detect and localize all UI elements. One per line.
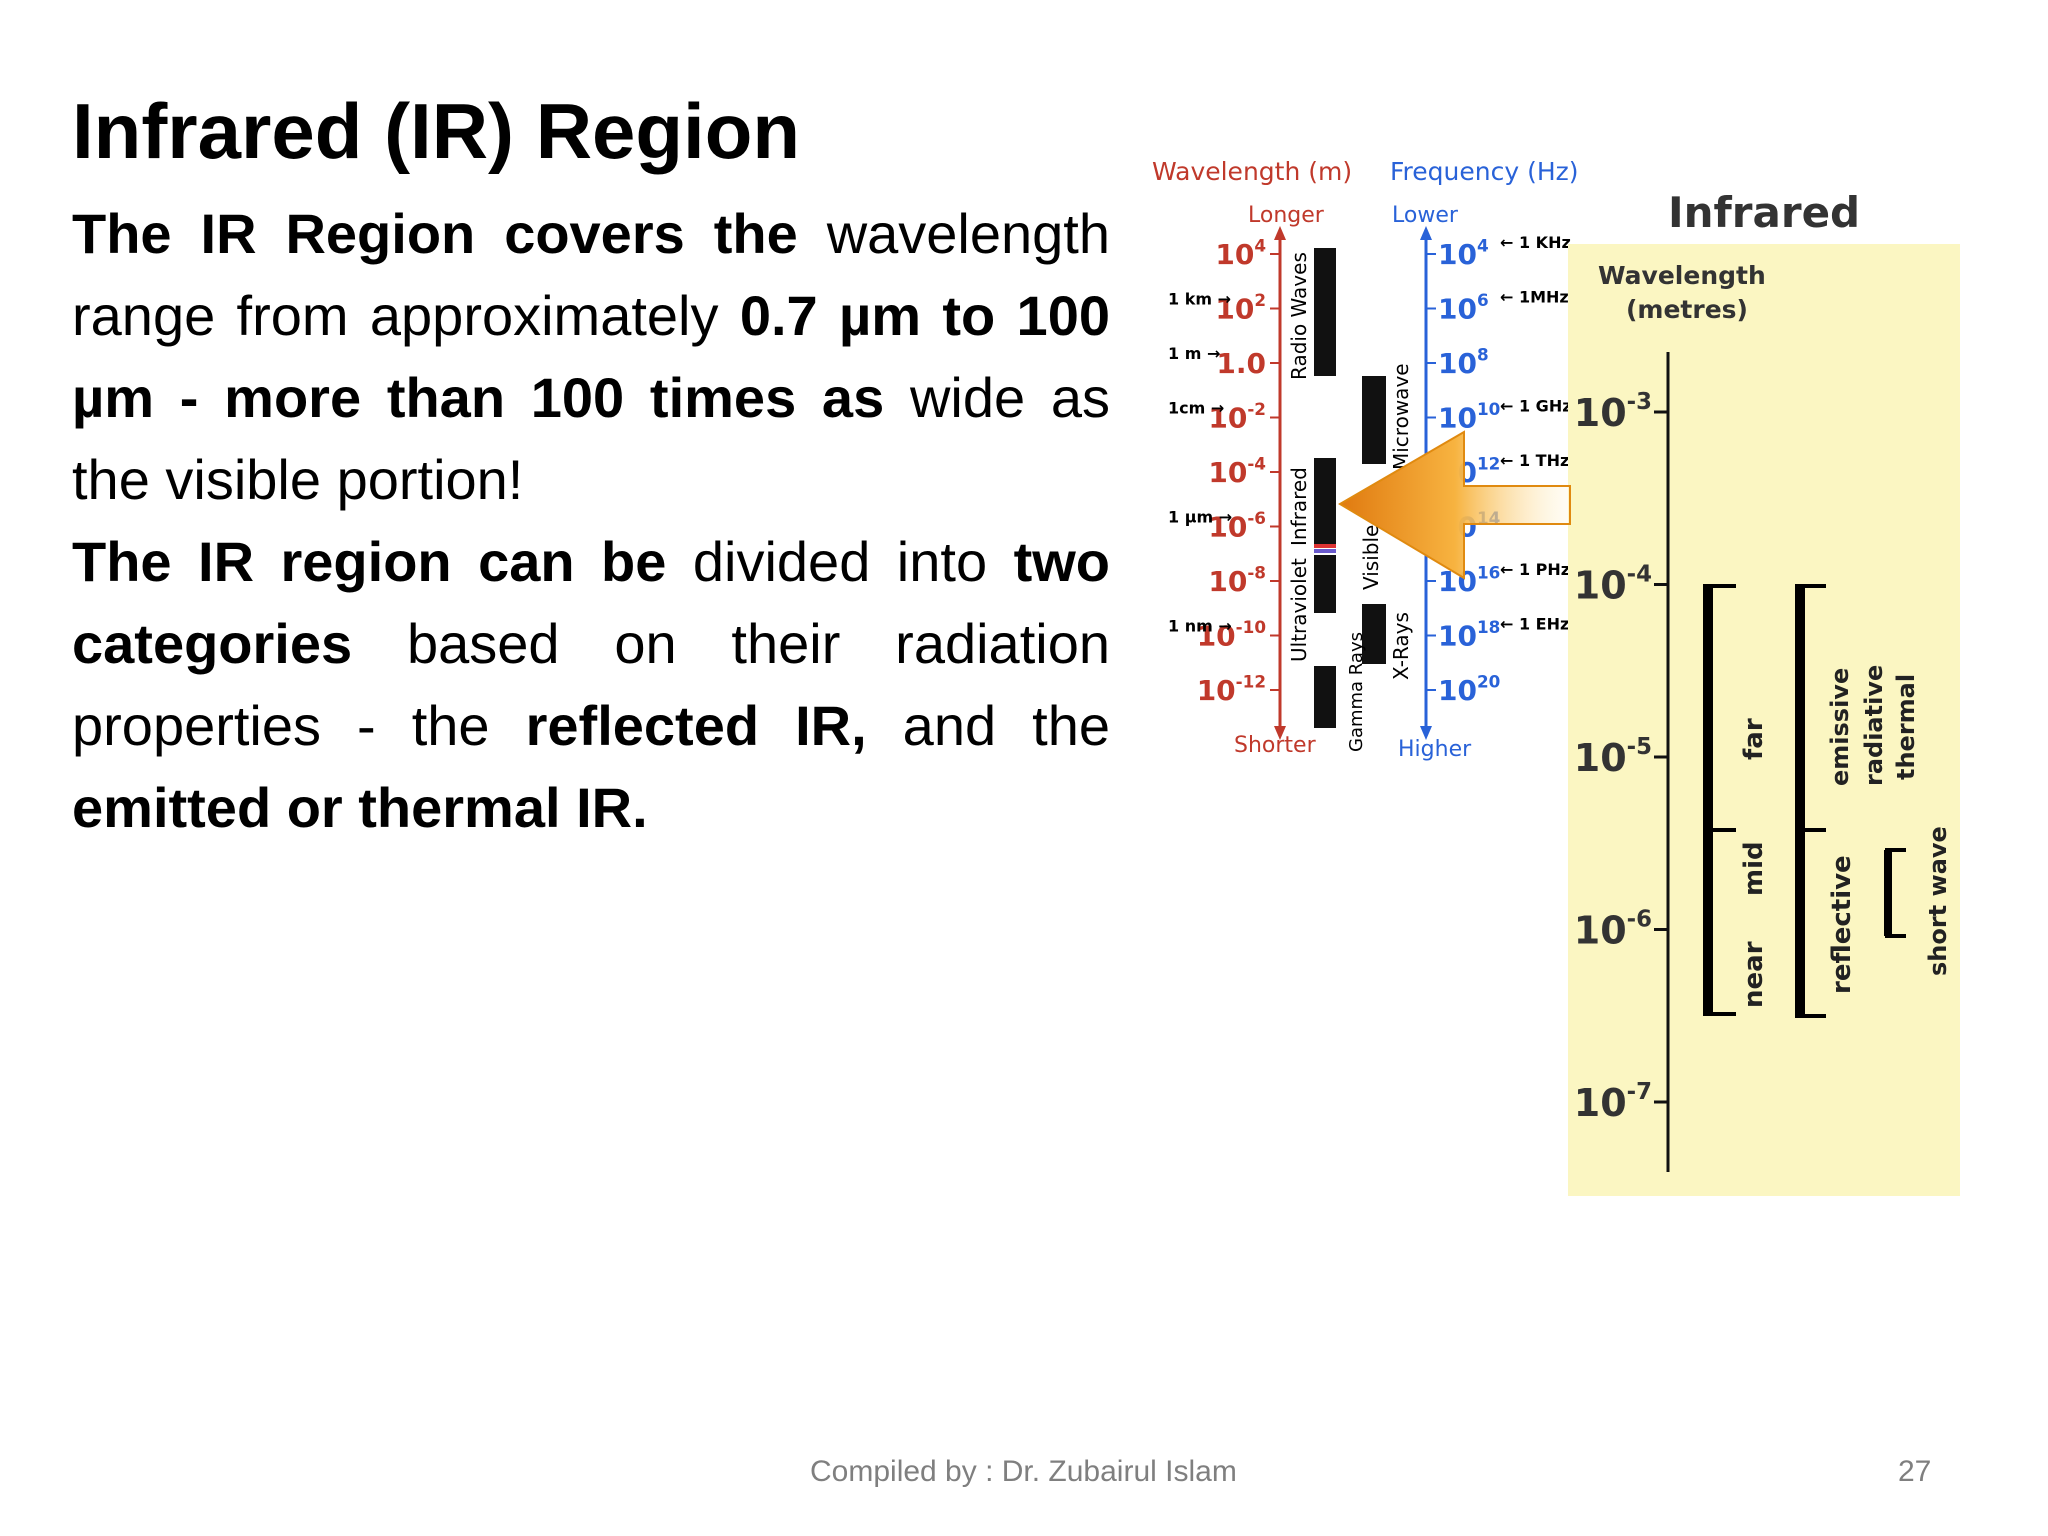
wavelength-tick-label: 104 — [1215, 235, 1266, 271]
wavelength-axis-arrow-up — [1274, 226, 1286, 240]
ir-axis-tick-label: 10-3 — [1574, 389, 1652, 435]
xrays-label: X-Rays — [1389, 612, 1413, 680]
bold-text: two categories — [72, 530, 1110, 675]
frequency-tick-label: 1016 — [1438, 562, 1500, 598]
wavelength-tick-label: 1.0 — [1216, 347, 1266, 380]
wavelength-reference-label: 1 km → — [1168, 290, 1231, 309]
ir-axis-tick-label: 10-7 — [1574, 1079, 1652, 1125]
bold-text: 0.7 µm to 100 µm - more than 100 times a… — [72, 284, 1110, 429]
wavelength-tick-label: 10-6 — [1208, 508, 1266, 544]
bold-text: emitted or thermal IR. — [72, 776, 648, 839]
longer-label: Longer — [1248, 203, 1325, 228]
thermal-label: thermal — [1892, 674, 1920, 780]
frequency-header: Frequency (Hz) — [1390, 157, 1579, 186]
infrared-bar — [1314, 458, 1336, 544]
wavelength-reference-label: 1 µm → — [1168, 508, 1232, 527]
frequency-tick-label: 104 — [1438, 235, 1489, 271]
wavelength-axis-arrow-down — [1274, 726, 1286, 740]
frequency-reference-label: ← 1 PHz — [1500, 560, 1570, 579]
emissive-label: emissive — [1826, 668, 1854, 786]
frequency-axis-arrow-down — [1420, 726, 1432, 740]
wavelength-reference-label: 1 nm → — [1168, 617, 1232, 636]
frequency-axis-arrow-up — [1420, 226, 1432, 240]
plain-text: wavelength range from approximately — [72, 202, 1110, 347]
frequency-tick-label: 1010 — [1438, 399, 1500, 435]
paragraph-ir-categories: The IR region can be divided into two ca… — [72, 521, 1110, 849]
ir-axis-ticks: 10-3 10-4 10-5 10-6 10-7 — [1574, 389, 1668, 1125]
short-wave-label: short wave — [1924, 826, 1952, 976]
plain-text: and the — [866, 694, 1110, 757]
ir-axis-title-line1: Wavelength — [1598, 261, 1766, 290]
ir-panel-title: Infrared — [1668, 188, 1860, 237]
ir-axis-tick-label: 10-5 — [1574, 734, 1652, 780]
wavelength-tick-label: 10-12 — [1197, 671, 1266, 707]
higher-label: Higher — [1398, 737, 1472, 762]
wavelength-header: Wavelength (m) — [1152, 157, 1352, 186]
frequency-tick-label: 1018 — [1438, 617, 1500, 653]
ir-axis-tick-label: 10-4 — [1574, 561, 1652, 607]
wavelength-reference-label: 1 m → — [1168, 344, 1220, 363]
mid-label: mid — [1739, 841, 1769, 896]
near-label: near — [1739, 941, 1769, 1008]
frequency-reference-label: ← 1 EHz — [1500, 615, 1569, 634]
frequency-tick-label: 106 — [1438, 290, 1489, 326]
bold-text: The IR region can be — [72, 530, 667, 593]
ir-axis-title-line2: (metres) — [1626, 295, 1748, 324]
short-wave-bracket — [1884, 848, 1906, 938]
frequency-tick-label: 1014 — [1438, 508, 1500, 544]
plain-text: based on their radiation properties - th… — [72, 612, 1110, 757]
body-text: The IR Region covers the wavelength rang… — [72, 193, 1110, 849]
visible-strip-blue — [1314, 549, 1336, 553]
far-label: far — [1739, 718, 1769, 760]
radio-waves-bar — [1314, 248, 1336, 376]
shorter-label: Shorter — [1234, 733, 1317, 758]
frequency-reference-label: ← 1 KHz — [1500, 233, 1571, 252]
bold-text: reflected IR, — [525, 694, 867, 757]
wavelength-tick-label: 102 — [1215, 290, 1266, 326]
wavelength-tick-label: 10-10 — [1197, 617, 1266, 653]
frequency-tick-label: 1020 — [1438, 671, 1500, 707]
gamma-rays-bar — [1314, 666, 1336, 728]
wavelength-tick-label: 10-2 — [1208, 399, 1266, 435]
ultraviolet-label: Ultraviolet — [1287, 558, 1311, 662]
reflective-label: reflective — [1827, 855, 1857, 994]
microwave-bar — [1362, 376, 1386, 464]
xrays-bar — [1362, 604, 1386, 664]
page-number: 27 — [1898, 1455, 1932, 1488]
radio-waves-label: Radio Waves — [1287, 252, 1311, 380]
plain-text: divided into — [666, 530, 1014, 593]
wavelength-reference-label: 1cm → — [1168, 399, 1224, 418]
infrared-label: Infrared — [1287, 467, 1311, 546]
footer-credit: Compiled by : Dr. Zubairul Islam — [810, 1455, 1237, 1488]
wavelength-tick-label: 10-4 — [1208, 453, 1266, 489]
frequency-reference-label: ← 1 THz — [1500, 451, 1569, 470]
frequency-tick-label: 108 — [1438, 344, 1489, 380]
infrared-pointer-arrow — [1338, 430, 1571, 580]
reflective-emissive-bracket — [1795, 584, 1826, 1018]
visible-label: Visible — [1359, 525, 1383, 590]
ir-panel — [1568, 244, 1960, 1196]
wavelength-tick-label: 10-8 — [1208, 562, 1266, 598]
plain-text: wide as the visible portion! — [72, 366, 1111, 511]
frequency-tick-label: 1012 — [1438, 453, 1500, 489]
visible-strip-red — [1314, 544, 1336, 548]
paragraph-ir-range: The IR Region covers the wavelength rang… — [72, 193, 1110, 521]
gamma-rays-label: Gamma Rays — [1346, 632, 1367, 752]
ultraviolet-bar — [1314, 555, 1336, 613]
radiative-label: radiative — [1860, 665, 1888, 786]
frequency-reference-label: ← 1 GHz — [1500, 397, 1572, 416]
lower-label: Lower — [1392, 203, 1459, 228]
frequency-reference-label: ← 1MHz — [1500, 288, 1569, 307]
slide-title: Infrared (IR) Region — [72, 87, 801, 175]
ir-axis-tick-label: 10-6 — [1574, 906, 1652, 952]
near-mid-far-bracket — [1703, 584, 1736, 1016]
microwave-label: Microwave — [1389, 363, 1413, 470]
bold-text: The IR Region covers the — [72, 202, 798, 265]
